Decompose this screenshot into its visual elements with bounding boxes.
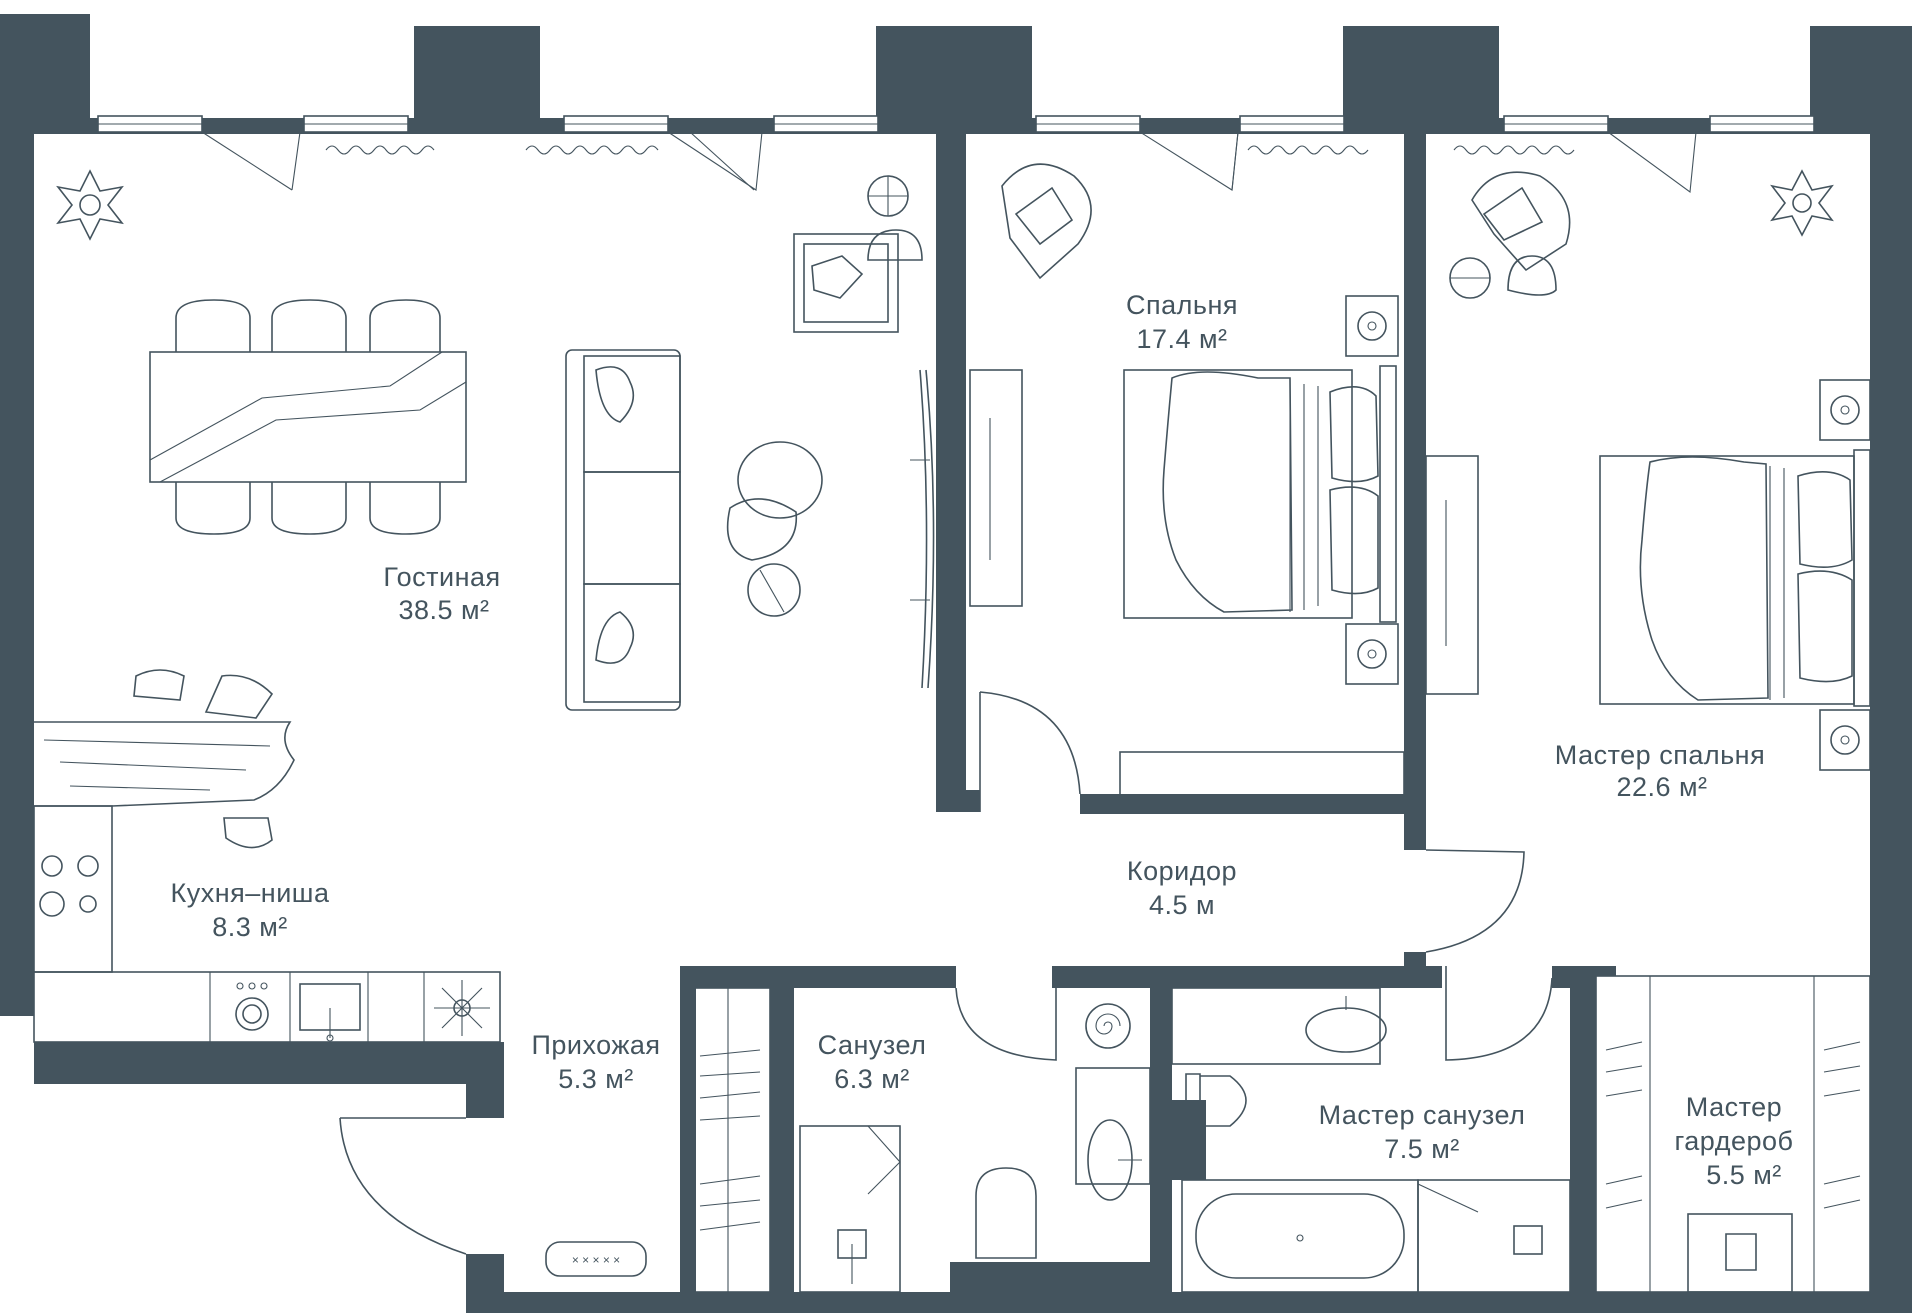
floor-lamp-icon [867, 175, 923, 261]
room-area: 7.5 м² [1384, 1134, 1460, 1164]
hood-icon [434, 980, 490, 1036]
door-icon [339, 691, 1553, 1255]
bed-icon [1599, 449, 1871, 707]
room-label-corridor: Коридор 4.5 м [1127, 856, 1237, 920]
room-name: Мастер [1686, 1092, 1782, 1122]
room-area: 38.5 м² [398, 595, 489, 625]
kitchen-counter-icon [33, 805, 501, 1043]
doormat-icon: × × × × × [545, 1241, 647, 1277]
room-area: 6.3 м² [834, 1064, 910, 1094]
wardrobe-icon [969, 369, 1023, 607]
room-name: Мастер санузел [1319, 1100, 1526, 1130]
washing-machine-icon [1085, 1003, 1131, 1049]
room-name: Гостиная [383, 562, 500, 592]
wardrobe-icon [1425, 455, 1479, 695]
svg-text:× × × × ×: × × × × × [572, 1253, 620, 1267]
dining-table-icon [149, 299, 467, 535]
wardrobe-icon [1595, 975, 1871, 1293]
floor-lamp-icon [1449, 255, 1557, 299]
walls [0, 14, 1912, 1313]
room-label-bedroom: Спальня 17.4 м² [1126, 290, 1238, 354]
wardrobe-icon [685, 987, 771, 1293]
room-name: Санузел [818, 1030, 927, 1060]
sink-icon [1075, 1067, 1151, 1201]
nightstand-icon [1819, 379, 1871, 771]
chair-icon [175, 299, 441, 535]
room-label-master-wardrobe: Мастер гардероб 5.5 м² [1675, 1092, 1794, 1190]
room-name: Коридор [1127, 856, 1237, 886]
room-area: 5.5 м² [1706, 1160, 1782, 1190]
room-area: 4.5 м [1149, 890, 1215, 920]
armchair-icon [1001, 163, 1092, 280]
room-area: 22.6 м² [1616, 772, 1707, 802]
toilet-icon [970, 1167, 1042, 1265]
plant-icon [56, 169, 124, 241]
room-label-hall: Прихожая 5.3 м² [531, 1030, 660, 1094]
sink-icon [1171, 987, 1387, 1065]
tv-icon [910, 369, 935, 689]
sink-icon [299, 983, 361, 1042]
armchair-icon [793, 233, 899, 333]
room-label-kitchen: Кухня–ниша 8.3 м² [171, 878, 330, 942]
armchair-icon [1471, 171, 1571, 272]
window-icon [97, 115, 1815, 194]
stove-icon [39, 855, 99, 917]
room-name: Мастер спальня [1555, 740, 1765, 770]
bed-icon [1123, 365, 1397, 623]
shower-icon [1417, 1179, 1571, 1293]
room-area: 17.4 м² [1136, 324, 1227, 354]
room-name: гардероб [1675, 1126, 1794, 1156]
room-name: Кухня–ниша [171, 878, 330, 908]
toilet-icon [1185, 1073, 1247, 1129]
shower-icon [799, 1125, 901, 1293]
room-name: Прихожая [531, 1030, 660, 1060]
bathtub-icon [1181, 1179, 1419, 1293]
room-label-master-bathroom: Мастер санузел 7.5 м² [1319, 1100, 1526, 1164]
room-area: 8.3 м² [212, 912, 288, 942]
washing-machine-icon [235, 982, 269, 1031]
room-label-living: Гостиная 38.5 м² [383, 562, 500, 625]
room-label-master-bedroom: Мастер спальня 22.6 м² [1555, 740, 1765, 802]
sofa-icon [565, 349, 681, 711]
wardrobe-icon [1119, 751, 1405, 797]
plant-icon [1770, 169, 1834, 237]
kitchen-island-icon [34, 721, 295, 807]
nightstand-icon [1345, 295, 1399, 685]
coffee-table-icon [726, 441, 823, 617]
chair-icon [133, 669, 274, 849]
room-name: Спальня [1126, 290, 1238, 320]
room-label-bathroom: Санузел 6.3 м² [818, 1030, 927, 1094]
room-area: 5.3 м² [558, 1064, 634, 1094]
